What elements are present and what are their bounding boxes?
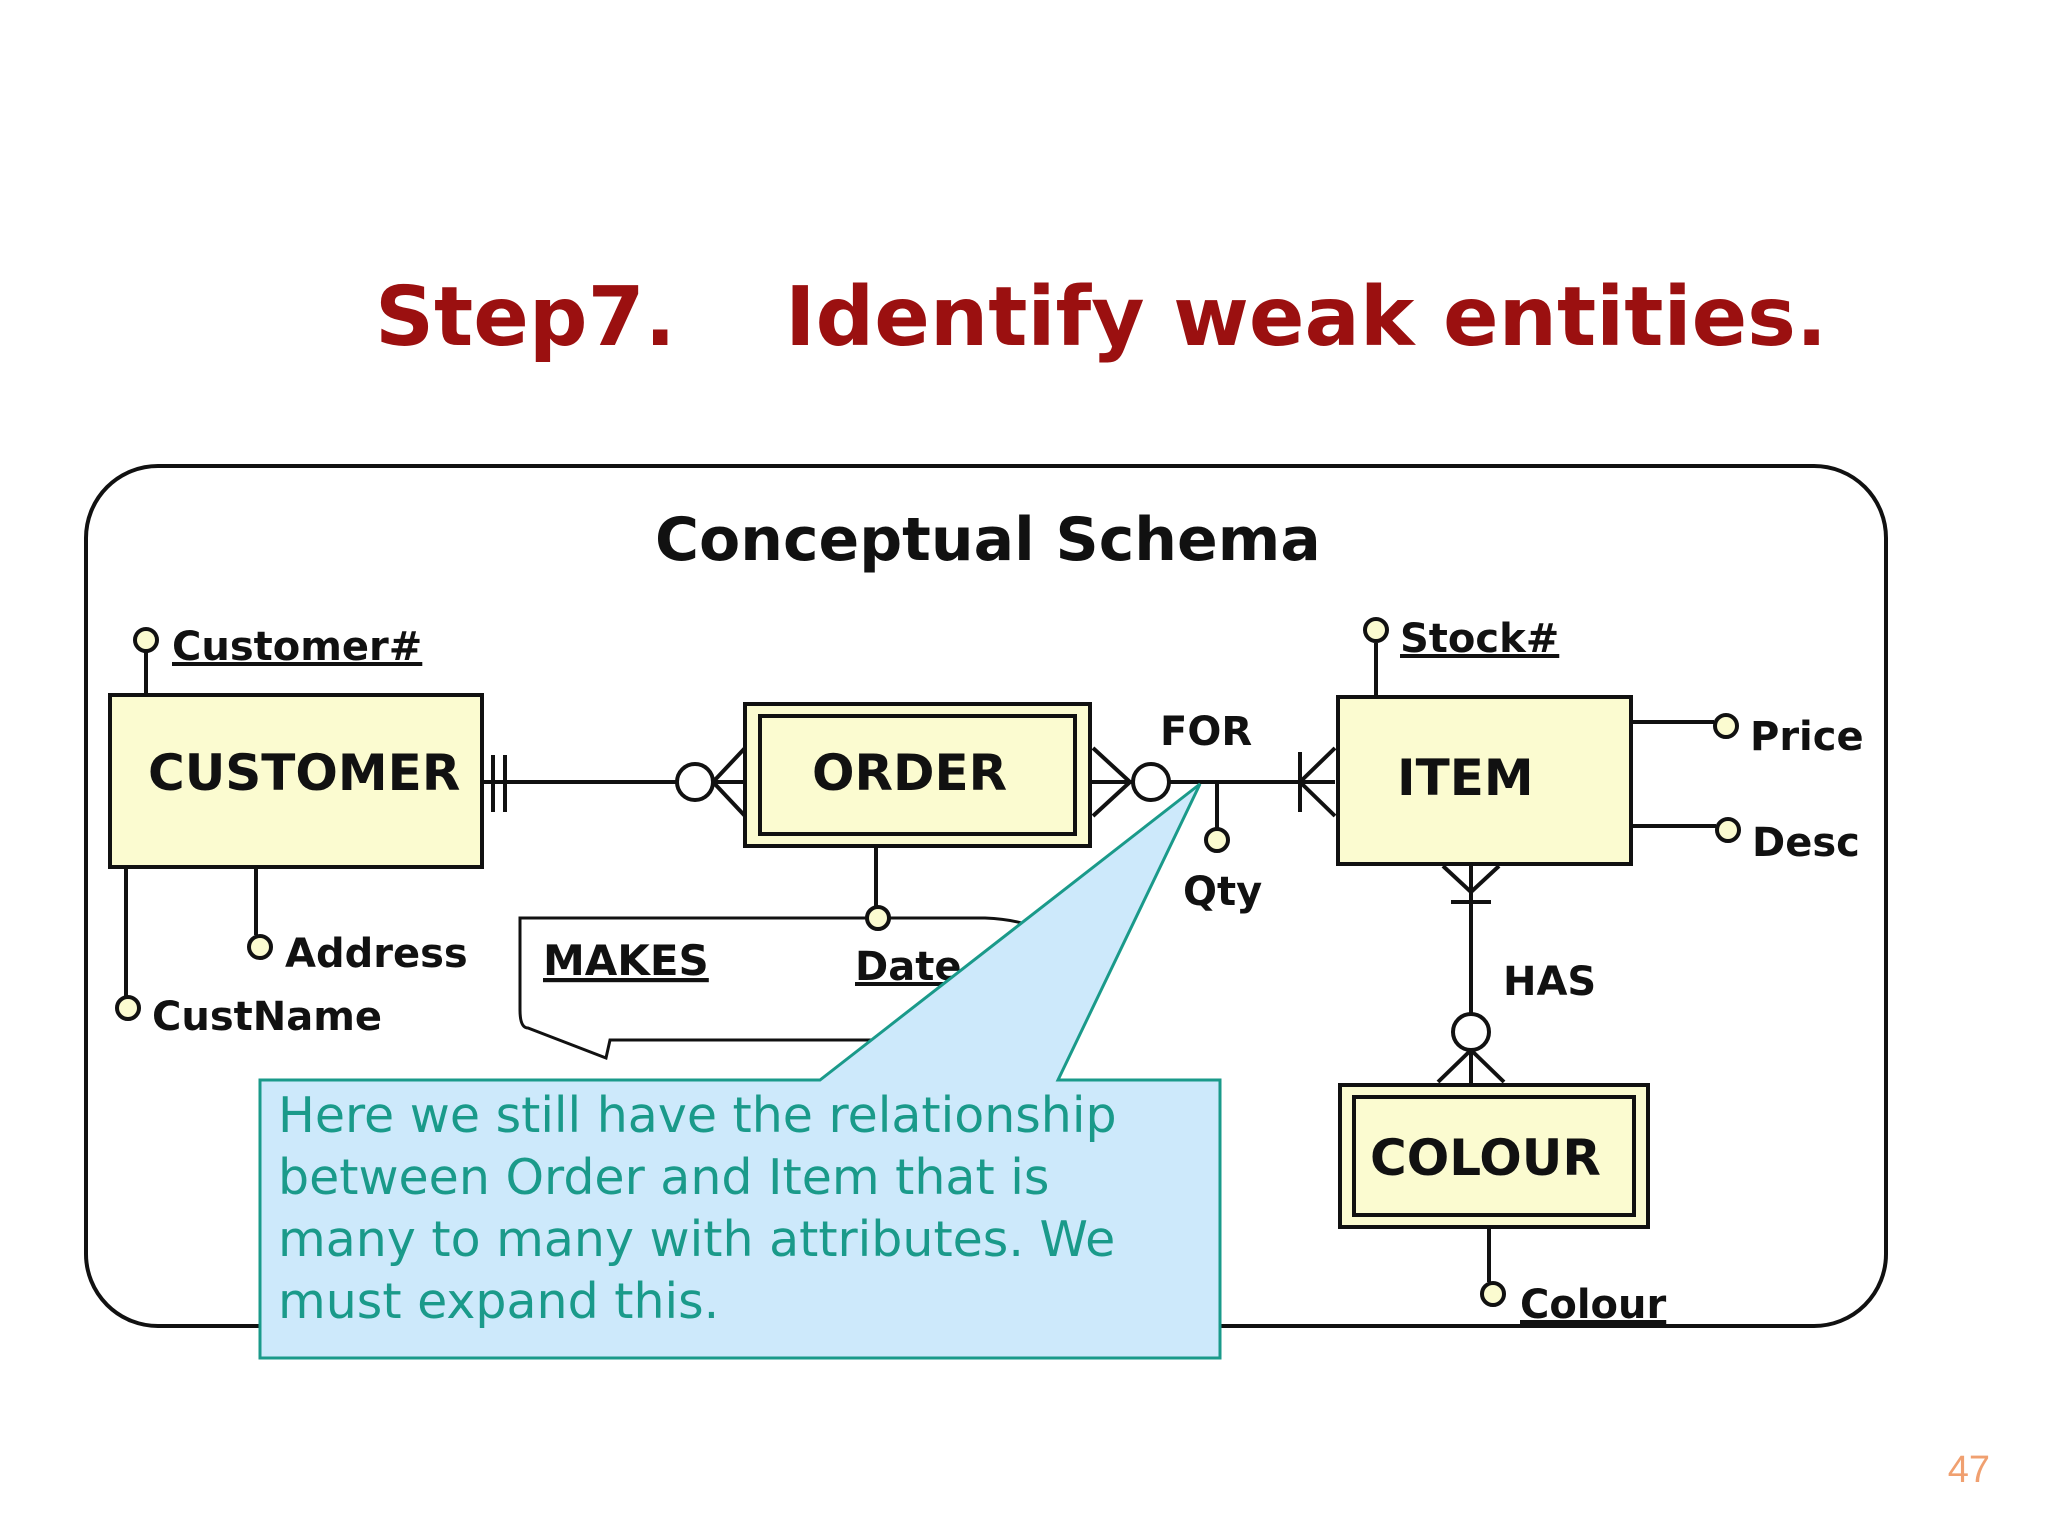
relationship-makes: MAKES	[543, 936, 709, 985]
entity-customer[interactable]	[108, 693, 484, 869]
entity-item[interactable]	[1336, 695, 1633, 866]
attr-address-marker	[247, 934, 273, 960]
attr-date-marker	[865, 905, 891, 931]
entity-colour[interactable]	[1338, 1083, 1650, 1229]
attr-stock-id-marker	[1363, 617, 1389, 643]
schema-title: Conceptual Schema	[655, 505, 1321, 575]
callout-line: between Order and Item that is	[278, 1149, 1050, 1206]
callout-line: Here we still have the relationship	[278, 1087, 1117, 1144]
relationship-for: FOR	[1160, 709, 1252, 755]
attr-colour: Colour	[1520, 1282, 1667, 1328]
attr-customer-id-marker	[133, 627, 159, 653]
callout-box	[258, 782, 1222, 1360]
attr-desc: Desc	[1752, 820, 1860, 866]
attr-desc-marker	[1715, 817, 1741, 843]
callout-text: Here we still have the relationship betw…	[278, 1085, 1198, 1333]
attr-custname-marker	[115, 995, 141, 1021]
entity-order[interactable]	[743, 702, 1092, 848]
attr-price: Price	[1750, 714, 1864, 760]
entity-colour-label: COLOUR	[1370, 1129, 1601, 1187]
order-optional-marker	[675, 762, 715, 802]
callout-line: must expand this.	[278, 1273, 720, 1330]
entity-order-label: ORDER	[812, 744, 1007, 802]
callout-line: many to many with attributes. We	[278, 1211, 1116, 1268]
entity-customer-label: CUSTOMER	[148, 744, 460, 802]
attr-stock-id: Stock#	[1400, 616, 1559, 662]
entity-item-label: ITEM	[1397, 749, 1534, 807]
attr-price-marker	[1713, 713, 1739, 739]
attr-address: Address	[285, 931, 468, 977]
relationship-has: HAS	[1503, 959, 1596, 1005]
attr-customer-id: Customer#	[172, 624, 422, 670]
attr-qty-marker	[1204, 827, 1230, 853]
step-label: Step7.	[375, 270, 676, 365]
attr-custname: CustName	[152, 994, 382, 1040]
for-optional-marker	[1131, 762, 1171, 802]
colour-optional-marker	[1451, 1012, 1491, 1052]
attr-colour-marker	[1480, 1281, 1506, 1307]
page-number: 47	[1947, 1449, 1990, 1491]
attr-qty: Qty	[1183, 869, 1262, 915]
slide-heading: Identify weak entities.	[785, 270, 1827, 365]
